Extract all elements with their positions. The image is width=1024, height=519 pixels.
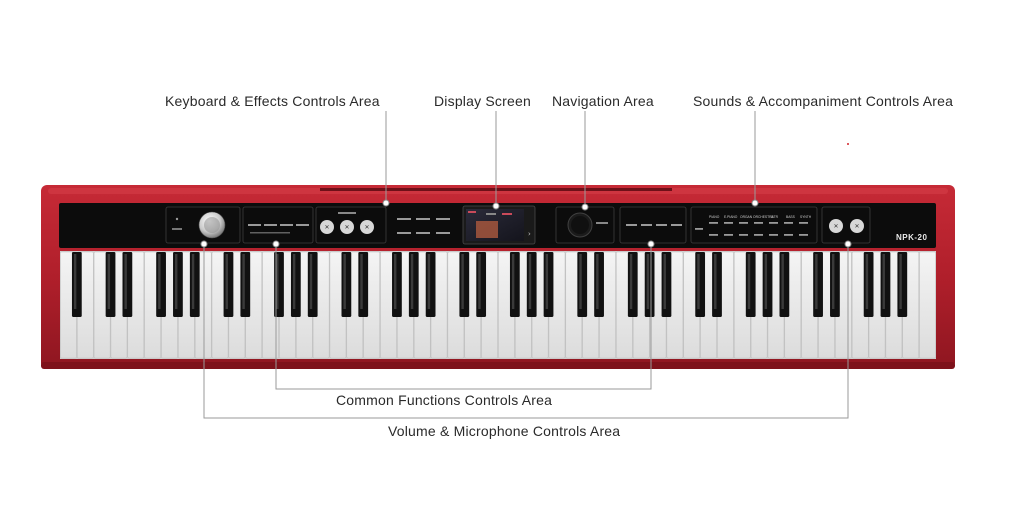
black-key-highlight — [663, 254, 666, 309]
black-key-highlight — [174, 254, 178, 309]
black-key[interactable] — [762, 252, 773, 317]
callout-anchors — [200, 199, 852, 248]
sound-button-epiano[interactable]: E.PIANO — [724, 215, 738, 219]
black-key[interactable] — [173, 252, 183, 317]
black-key[interactable] — [813, 252, 823, 317]
sound-button-gtr[interactable]: GTR — [771, 215, 779, 219]
black-key-highlight — [276, 254, 279, 309]
black-key[interactable] — [543, 252, 554, 317]
label-sounds-accompaniment: Sounds & Accompaniment Controls Area — [693, 93, 954, 109]
black-key[interactable] — [290, 252, 301, 317]
black-key-highlight — [107, 254, 111, 309]
black-key-highlight — [714, 254, 717, 309]
black-key-highlight — [596, 254, 599, 309]
black-key-highlight — [393, 254, 397, 309]
black-key[interactable] — [408, 252, 419, 317]
black-key[interactable] — [476, 252, 487, 317]
black-key-highlight — [528, 254, 532, 309]
label-navigation: Navigation Area — [552, 93, 654, 109]
black-key-highlight — [764, 254, 768, 309]
black-key[interactable] — [644, 252, 655, 317]
black-key[interactable] — [122, 252, 133, 317]
sound-button-synth[interactable]: SYNTH — [800, 215, 812, 219]
sound-button-organ[interactable]: ORGAN — [740, 215, 753, 219]
black-key-highlight — [865, 254, 869, 309]
black-key-highlight — [461, 254, 464, 309]
black-key[interactable] — [223, 252, 234, 317]
black-key-highlight — [292, 254, 296, 309]
black-key-highlight — [343, 254, 346, 309]
black-key-highlight — [225, 254, 228, 309]
black-key[interactable] — [307, 252, 318, 317]
label-common-functions: Common Functions Controls Area — [336, 392, 553, 408]
black-key[interactable] — [341, 252, 352, 317]
black-key-highlight — [747, 254, 751, 309]
svg-text:✕: ✕ — [364, 225, 369, 231]
black-key-highlight — [545, 254, 549, 309]
sound-button-orchestra[interactable]: ORCHESTRA — [753, 215, 774, 219]
black-key[interactable] — [358, 252, 369, 317]
callout-lines — [203, 111, 849, 419]
black-key[interactable] — [627, 252, 638, 317]
black-key-highlight — [309, 254, 313, 309]
black-key-highlight — [124, 254, 127, 309]
black-key-highlight — [478, 254, 481, 309]
black-key-highlight — [73, 254, 77, 309]
black-key-highlight — [427, 254, 431, 309]
black-key-highlight — [158, 254, 161, 309]
sound-button-piano[interactable]: PIANO — [709, 215, 720, 219]
black-key[interactable] — [189, 252, 200, 317]
black-key-highlight — [511, 254, 515, 309]
label-display-screen: Display Screen — [434, 93, 531, 109]
black-key[interactable] — [156, 252, 166, 317]
black-key-highlight — [242, 254, 245, 309]
black-key[interactable] — [745, 252, 756, 317]
black-key[interactable] — [509, 252, 520, 317]
model-label: NPK-20 — [896, 233, 928, 242]
black-key[interactable] — [577, 252, 588, 317]
black-key-highlight — [629, 254, 633, 309]
label-volume-microphone: Volume & Microphone Controls Area — [388, 423, 621, 439]
svg-text:›: › — [528, 230, 531, 238]
black-key[interactable] — [830, 252, 840, 317]
black-key-highlight — [831, 254, 835, 309]
black-key-highlight — [191, 254, 195, 309]
black-key[interactable] — [71, 252, 82, 317]
black-key[interactable] — [594, 252, 604, 317]
svg-text:✕: ✕ — [324, 225, 329, 231]
black-key[interactable] — [105, 252, 116, 317]
black-key[interactable] — [712, 252, 722, 317]
black-key[interactable] — [459, 252, 470, 317]
black-key-highlight — [646, 254, 650, 309]
black-key[interactable] — [425, 252, 436, 317]
black-key[interactable] — [897, 252, 908, 317]
black-key-highlight — [882, 254, 885, 309]
black-key-highlight — [410, 254, 414, 309]
black-key-highlight — [697, 254, 700, 309]
label-keyboard-effects: Keyboard & Effects Controls Area — [165, 93, 380, 109]
sound-button-bass[interactable]: BASS — [786, 215, 796, 219]
svg-text:✕: ✕ — [833, 224, 838, 230]
black-keys — [71, 252, 908, 317]
black-key[interactable] — [526, 252, 537, 317]
svg-text:✕: ✕ — [344, 225, 349, 231]
svg-text:✕: ✕ — [854, 224, 859, 230]
black-key[interactable] — [863, 252, 874, 317]
black-key[interactable] — [240, 252, 251, 317]
black-key-highlight — [781, 254, 784, 309]
control-panel: ✕ ✕ ✕ › — [59, 203, 936, 248]
black-key-highlight — [815, 254, 818, 309]
black-key[interactable] — [695, 252, 706, 317]
black-key[interactable] — [661, 252, 672, 317]
white-key[interactable] — [919, 251, 936, 359]
black-key-highlight — [360, 254, 363, 309]
red-dot-mark — [847, 143, 849, 145]
black-key[interactable] — [392, 252, 402, 317]
black-key-highlight — [899, 254, 902, 309]
black-key[interactable] — [880, 252, 891, 317]
black-key[interactable] — [779, 252, 790, 317]
black-key-highlight — [579, 254, 582, 309]
